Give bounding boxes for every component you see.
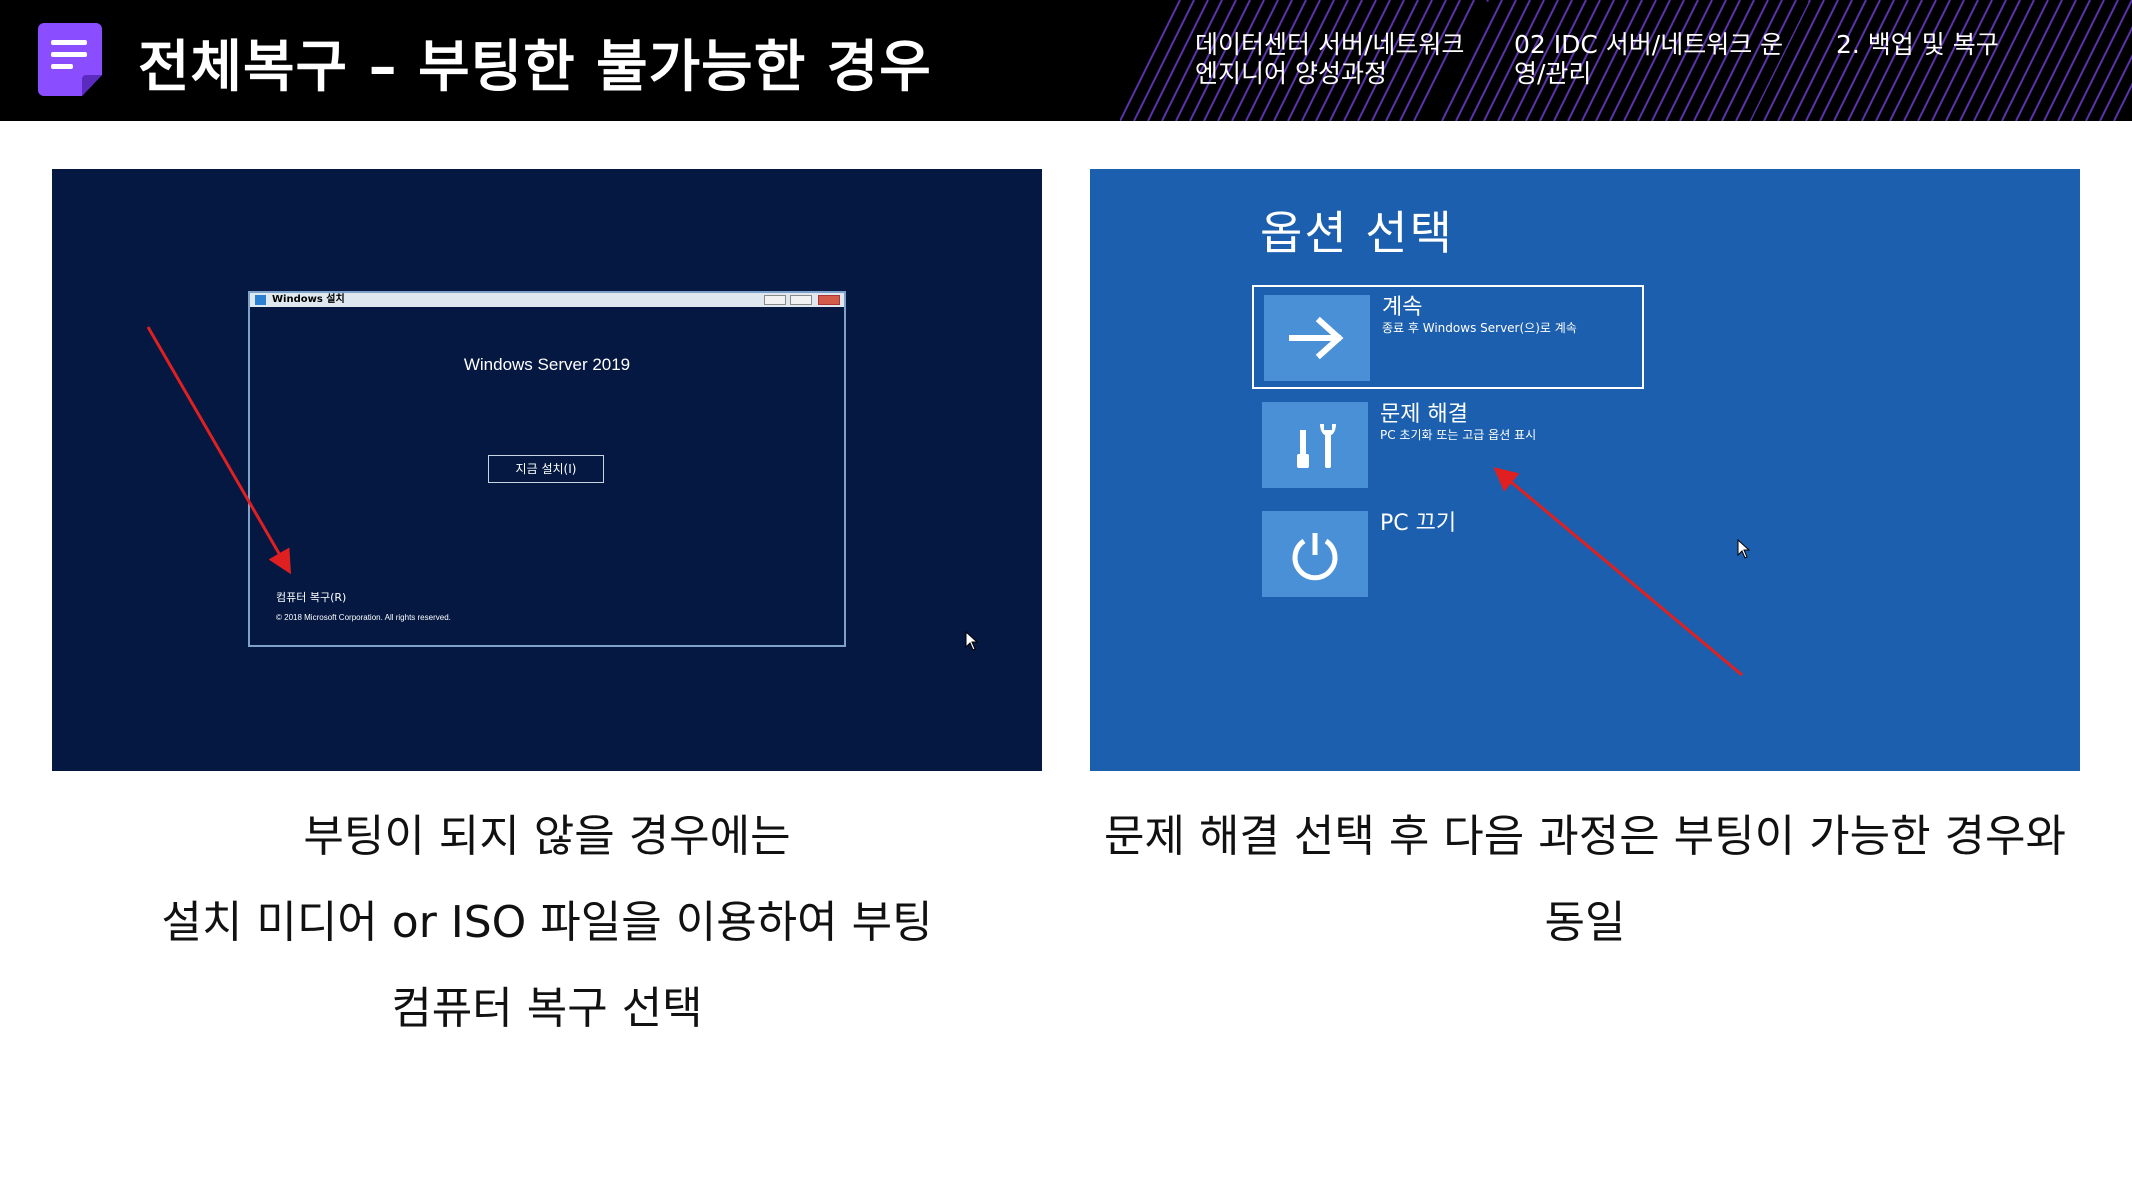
power-icon <box>1262 511 1368 597</box>
install-now-button[interactable]: 지금 설치(I) <box>488 455 604 483</box>
red-annotation-arrow <box>146 326 292 575</box>
caption-line: 문제 해결 선택 후 다음 과정은 부팅이 가능한 경우와 <box>1104 811 2066 862</box>
mouse-cursor-icon <box>1737 539 1751 559</box>
option-subtitle: 종료 후 Windows Server(으)로 계속 <box>1382 321 1577 335</box>
breadcrumb-module: 02 IDC 서버/네트워크 운영/관리 <box>1514 30 1784 88</box>
setup-titlebar: Windows 설치 <box>250 293 844 307</box>
caption-right: 문제 해결 선택 후 다음 과정은 부팅이 가능한 경우와 동일 <box>1090 794 2080 966</box>
option-power-off[interactable]: PC 끄기 <box>1252 503 1644 607</box>
close-button[interactable] <box>818 295 840 305</box>
slide-header: 전체복구 – 부팅한 불가능한 경우 데이터센터 서버/네트워크 엔지니어 양성… <box>0 0 2132 121</box>
options-heading: 옵션 선택 <box>1260 206 1454 260</box>
document-logo-icon <box>38 23 102 96</box>
option-title: 계속 <box>1382 295 1423 320</box>
windows-setup-icon <box>255 295 266 305</box>
red-annotation-arrow <box>1493 467 1743 677</box>
repair-computer-link[interactable]: 컴퓨터 복구(R) <box>276 591 347 604</box>
windows-setup-window: Windows 설치 Windows Server 2019 지금 설치(I) … <box>248 291 846 647</box>
caption-left: 부팅이 되지 않을 경우에는 설치 미디어 or ISO 파일을 이용하여 부팅… <box>52 794 1042 1052</box>
copyright-text: © 2018 Microsoft Corporation. All rights… <box>276 613 451 622</box>
recovery-options-screenshot: 옵션 선택 계속 종료 후 Windows Server(으)로 계속 문제 해… <box>1090 169 2080 771</box>
caption-line: 설치 미디어 or ISO 파일을 이용하여 부팅 <box>161 897 933 948</box>
caption-line: 컴퓨터 복구 선택 <box>391 983 703 1034</box>
arrow-right-icon <box>1264 295 1370 381</box>
product-name: Windows Server 2019 <box>463 355 631 374</box>
option-title: PC 끄기 <box>1380 511 1457 536</box>
mouse-cursor-icon <box>965 631 979 651</box>
breadcrumb-section: 2. 백업 및 복구 <box>1836 30 1999 59</box>
breadcrumb-course: 데이터센터 서버/네트워크 엔지니어 양성과정 <box>1195 30 1465 88</box>
option-subtitle: PC 초기화 또는 고급 옵션 표시 <box>1380 428 1537 442</box>
caption-line: 부팅이 되지 않을 경우에는 <box>303 811 791 862</box>
caption-line: 동일 <box>1544 897 1626 948</box>
option-continue[interactable]: 계속 종료 후 Windows Server(으)로 계속 <box>1252 285 1644 389</box>
option-troubleshoot[interactable]: 문제 해결 PC 초기화 또는 고급 옵션 표시 <box>1252 394 1644 498</box>
maximize-button[interactable] <box>790 295 812 305</box>
tools-icon <box>1262 402 1368 488</box>
setup-window-title: Windows 설치 <box>272 294 345 305</box>
minimize-button[interactable] <box>764 295 786 305</box>
page-title: 전체복구 – 부팅한 불가능한 경우 <box>138 35 932 100</box>
option-title: 문제 해결 <box>1380 402 1468 427</box>
windows-setup-screenshot: Windows 설치 Windows Server 2019 지금 설치(I) … <box>52 169 1042 771</box>
header-stripe-pattern <box>1120 0 2132 121</box>
